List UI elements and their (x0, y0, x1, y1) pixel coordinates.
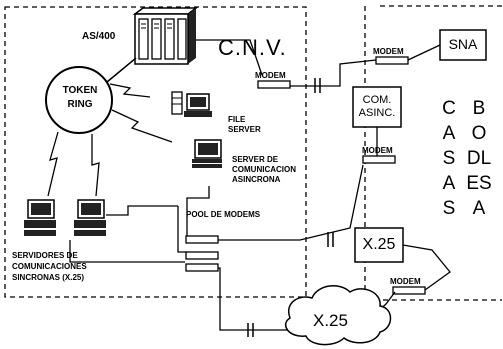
sync-server-icon (74, 200, 106, 236)
async-server-label-line2: COMUNICACION (232, 165, 296, 175)
as400-label: AS/400 (82, 32, 115, 42)
async-server-icon (192, 140, 222, 168)
modem-icon (186, 236, 218, 243)
token-ring-label-line1: TOKEN (58, 84, 102, 98)
casas-letter: A (434, 171, 464, 196)
modem-icon (393, 287, 425, 294)
com-asinc-label-line2: ASINC. (353, 107, 401, 120)
sync-servers-label-line3: SINCRONAS (X.25) (12, 272, 87, 283)
modem-icon (258, 81, 290, 88)
wireless-link-icon (112, 110, 172, 142)
modem-icon (186, 252, 218, 259)
as400-computer-icon (135, 8, 196, 64)
casas-letter: C (434, 96, 464, 121)
modem-label-cnv: MODEM (255, 72, 286, 80)
modem-label-asinc: MODEM (362, 147, 393, 155)
modem-label-x25: MODEM (390, 278, 421, 286)
sync-server-icon (24, 200, 56, 236)
sna-label: SNA (440, 37, 486, 51)
x25-box-label: X.25 (355, 237, 403, 253)
token-ring-label: TOKEN RING (58, 84, 102, 112)
casas-letter: S (434, 146, 464, 171)
sync-servers-label-line1: SERVIDORES DE (12, 250, 87, 261)
com-asinc-label: COM. ASINC. (353, 94, 401, 120)
casas-letter: A (464, 196, 494, 221)
async-server-label-line1: SERVER DE (232, 155, 296, 165)
casas-letter: S (434, 196, 464, 221)
modem-icon (186, 264, 218, 271)
cnv-title: C.N.V. (218, 37, 287, 59)
wireless-link-icon (48, 132, 58, 196)
wireless-link-icon (92, 134, 99, 196)
modem-icon (363, 156, 395, 163)
casas-letter: A (434, 121, 464, 146)
casas-letter: B (464, 96, 494, 121)
file-server-icon (172, 92, 212, 117)
casas-letter: DL (464, 146, 494, 171)
async-server-label: SERVER DE COMUNICACION ASINCRONA (232, 155, 296, 185)
pool-modems-label: POOL DE MODEMS (186, 211, 260, 219)
x25-cloud-label: X.25 (313, 312, 348, 329)
com-asinc-label-line1: COM. (353, 94, 401, 107)
file-server-label-line1: FILE (228, 115, 261, 125)
wireless-link-icon (110, 84, 150, 97)
casas-letter: O (464, 121, 494, 146)
async-server-label-line3: ASINCRONA (232, 175, 296, 185)
casas-letter: ES (464, 171, 494, 196)
modem-label-sna: MODEM (373, 48, 404, 56)
file-server-label-line2: SERVER (228, 125, 261, 135)
token-ring-label-line2: RING (58, 98, 102, 112)
modem-icon (376, 57, 408, 64)
sync-servers-label: SERVIDORES DE COMUNICACIONES SINCRONAS (… (12, 250, 87, 283)
file-server-label: FILE SERVER (228, 115, 261, 135)
sync-servers-label-line2: COMUNICACIONES (12, 261, 87, 272)
